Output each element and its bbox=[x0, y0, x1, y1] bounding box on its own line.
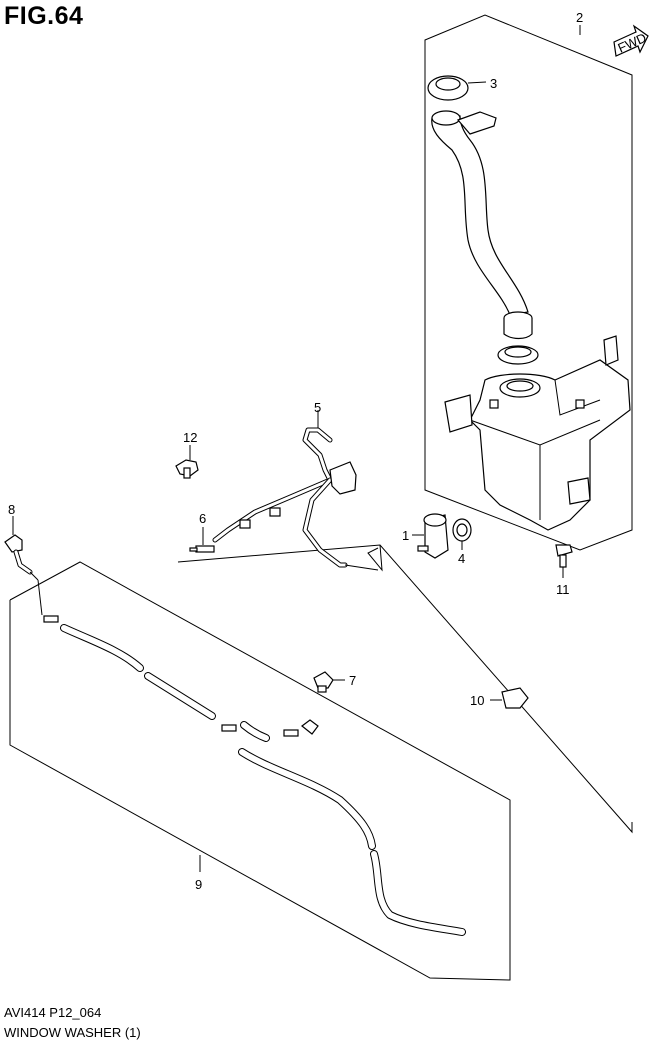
callout-9: 9 bbox=[195, 877, 202, 892]
hose-joint bbox=[189, 527, 215, 553]
callout-5: 5 bbox=[314, 400, 321, 415]
washer-tube-harness bbox=[212, 410, 379, 571]
reference-line bbox=[177, 544, 633, 834]
hose-clamp-7 bbox=[313, 671, 345, 693]
callout-7: 7 bbox=[349, 673, 356, 688]
callout-4: 4 bbox=[458, 551, 465, 566]
washer-nozzle-8 bbox=[4, 516, 43, 616]
callout-2: 2 bbox=[576, 10, 583, 25]
hose-clamp-10 bbox=[490, 687, 529, 709]
fwd-label: FWD bbox=[615, 30, 648, 56]
hose-group-frame bbox=[9, 561, 511, 981]
washer-tank bbox=[444, 335, 631, 531]
reservoir-group-frame bbox=[424, 14, 633, 551]
figure-name: WINDOW WASHER (1) bbox=[4, 1025, 141, 1040]
callout-8: 8 bbox=[8, 502, 15, 517]
washer-pump bbox=[412, 513, 449, 559]
callout-6: 6 bbox=[199, 511, 206, 526]
callout-11: 11 bbox=[556, 582, 570, 597]
fwd-arrow-icon: FWD bbox=[613, 24, 649, 57]
figure-code: AVI414 P12_064 bbox=[4, 1005, 102, 1020]
reservoir-cap bbox=[427, 75, 487, 101]
callout-1: 1 bbox=[402, 528, 409, 543]
filler-neck bbox=[431, 110, 539, 365]
pump-grommet bbox=[452, 518, 472, 550]
tank-bolt bbox=[555, 544, 573, 578]
clip-12 bbox=[175, 445, 199, 479]
callout-12: 12 bbox=[183, 430, 197, 445]
callout-10: 10 bbox=[470, 693, 484, 708]
figure-title: FIG.64 bbox=[4, 2, 84, 30]
callout-3: 3 bbox=[490, 76, 497, 91]
washer-hose-9 bbox=[43, 615, 466, 936]
